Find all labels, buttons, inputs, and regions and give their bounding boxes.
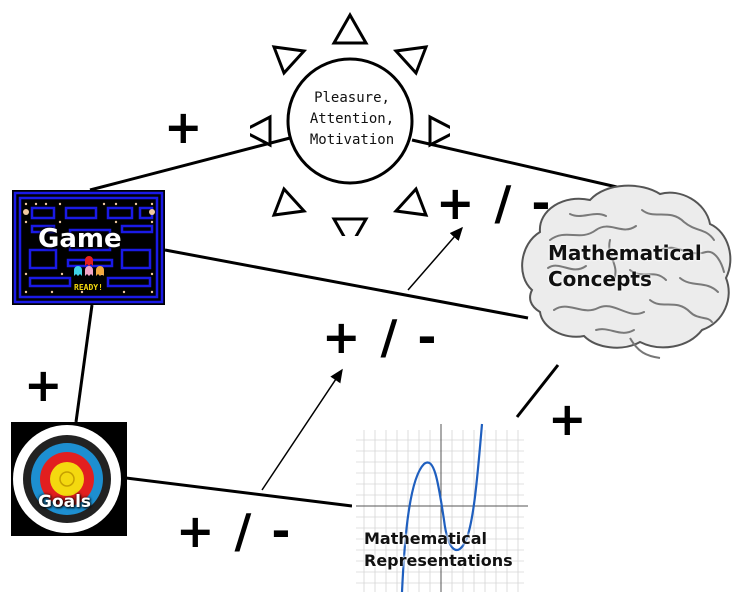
- brain-icon: [521, 184, 732, 359]
- game-sun-line: [89, 136, 291, 192]
- goals-label: Goals: [38, 492, 92, 512]
- sun-ray: [271, 45, 308, 76]
- sign-game-goals: +: [24, 358, 63, 412]
- sun-label-line: Attention,: [309, 111, 395, 127]
- representation-label-line: Mathematical: [364, 529, 487, 548]
- sign-goals-rep: + / -: [176, 504, 293, 558]
- goals-rep-line: [125, 476, 353, 508]
- sun-ray: [331, 217, 369, 236]
- representation-label-line: Representations: [364, 551, 513, 570]
- middle-arrow: [261, 368, 343, 491]
- function-graph-icon: [352, 420, 534, 592]
- sun-ray: [250, 114, 272, 148]
- ghost-icons: [74, 256, 104, 276]
- game-goals-line: [74, 304, 94, 423]
- ready-text: READY!: [74, 283, 103, 292]
- sun-label-line: Motivation: [309, 132, 395, 148]
- game-label: Game: [38, 224, 122, 254]
- sign-game-sun: +: [164, 100, 203, 154]
- sun-ray: [428, 114, 450, 148]
- representation-label: Mathematical Representations: [364, 528, 513, 572]
- sun-brain-line: [411, 138, 631, 192]
- game-maze-image: READY!: [12, 190, 165, 305]
- sun-ray: [271, 186, 308, 217]
- target-icon: [11, 422, 127, 536]
- sign-sun-brain: + / -: [436, 176, 553, 230]
- sun-label: Pleasure, Attention, Motivation: [290, 88, 414, 151]
- upper-arrow: [407, 226, 463, 291]
- brain-label: Mathematical Concepts: [548, 240, 702, 292]
- sun-ray: [392, 45, 429, 76]
- sun-disc: [286, 57, 414, 185]
- brain-label-line: Concepts: [548, 267, 652, 291]
- sun-icon: [250, 11, 450, 236]
- sign-middle: + / -: [322, 310, 439, 364]
- brain-label-line: Mathematical: [548, 241, 702, 265]
- sign-rep-brain: +: [548, 392, 587, 446]
- sun-label-line: Pleasure,: [314, 90, 390, 106]
- game-brain-line: [164, 248, 529, 320]
- rep-brain-line: [515, 364, 560, 418]
- sun-ray: [392, 186, 429, 217]
- sun-ray: [331, 11, 369, 45]
